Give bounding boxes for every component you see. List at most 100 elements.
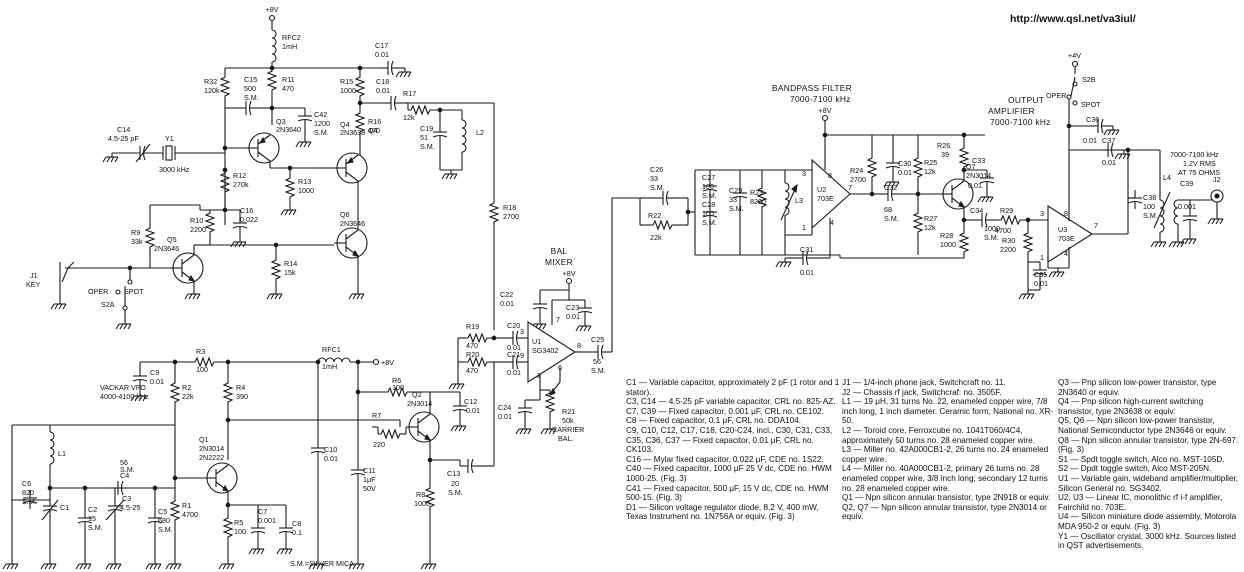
c30-value: 0.01 [898,168,912,177]
c27-value: 100 [702,182,714,191]
l2-label: L2 [476,128,484,137]
c8-label: C8 [292,519,301,528]
r29-label: R29 [1000,206,1013,215]
r3-label: R3 [196,347,205,356]
rfc2-value: 1mH [282,42,297,51]
q1-value: 2N3014 [199,444,224,453]
c38-capacitor [1127,189,1143,210]
c42-label: C42 [314,110,327,119]
c24-value: 0.01 [498,412,512,421]
c30-label: C30 [898,159,911,168]
c20-value: 0.01 [507,343,521,352]
parts-list-entry: Y1 — Oscillator crystal, 3000 kHz. Sourc… [1058,531,1236,551]
r9-label: R9 [131,228,140,237]
c15-capacitor [237,100,258,116]
parts-list-entry: Q8 — Npn silicon annular transistor, typ… [1058,435,1239,455]
r2-label: R2 [182,383,191,392]
r24-resistor [867,154,877,181]
r27-value: 12k [924,223,936,232]
c19-capacitor [432,123,448,144]
u2-amplifier [811,158,851,230]
parts-list-entry: L3 — Miller no. 42A000CB1-2, 26 turns no… [842,445,1049,464]
s2b-oper-label: OPER [1046,91,1066,100]
c32-label: C32 [884,183,897,192]
c27-label: C27 [702,173,715,182]
r13-label: R13 [298,177,311,186]
vfo-freq: 4000-4100 kHz [100,392,149,401]
parts-list-entry: Q2, Q7 — Npn silicon annular transistor,… [842,502,1047,522]
j2-label: J2 [1213,175,1221,184]
c28-value: 100 [702,209,714,218]
c42-sm: S.M. [314,128,329,137]
c20-label: C20 [507,321,520,330]
c26-capacitor [654,190,675,206]
key-label: KEY [26,280,41,289]
parts-list-entry: Q4 — Pnp silicon high-current switching … [1058,397,1204,416]
parts-list-entry: Q3 — Pnp silicon low-power transistor, t… [1058,378,1217,397]
c6-label: C6 [22,479,31,488]
c28-label: C28 [702,200,715,209]
r24-value: 2700 [850,175,866,184]
r2-value: 22k [182,392,194,401]
r7-resistor [377,429,404,439]
q4-value: 2N3638 [340,128,365,137]
c38-value: 100 [1143,202,1155,211]
c6-sm: S.M. [22,497,37,506]
r17-value: 12k [403,113,415,122]
r30-label: R30 [1002,236,1015,245]
rfc2-coil [271,29,277,63]
c29-label: C29 [729,186,742,195]
c39-value: 0.001 [1178,202,1196,211]
r29-value: 4700 [995,226,1011,235]
parts-list-entry: U4 — Silicon miniature diode assembly, M… [1058,512,1237,531]
r21-value: 50k [562,416,574,425]
r17-label: R17 [403,89,416,98]
r16-label: R16 [368,117,381,126]
c5-sm: S.M. [158,525,173,534]
svg-text:1: 1 [802,223,806,232]
plus4v-label: +4V [1068,51,1081,60]
c26-value: 33 [650,174,658,183]
svg-text:6: 6 [558,363,562,372]
c10-label: C10 [324,445,337,454]
s2b-label: S2B [1082,75,1096,84]
c13-sm: S.M. [448,488,463,497]
c42-value: 1200 [314,119,330,128]
c18-label: C18 [376,77,389,86]
r27-resistor [913,209,923,236]
c27-sm: S.M. [702,191,717,200]
q6-label: Q6 [340,210,350,219]
c35-value: 0.01 [1034,279,1048,288]
c9-value: 0.01 [150,377,164,386]
r9-resistor [145,224,155,251]
r5-label: R5 [234,518,243,527]
c37-label: C37 [1102,136,1115,145]
parts-list-entry: C41 — Fixed capacitor, 500 μF, 15 V dc, … [626,483,829,503]
q4-transistor [333,152,368,184]
plus8v-mixer: +8V [563,269,576,278]
c9-label: C9 [150,368,159,377]
c13-value: 20 [451,479,459,488]
bal-label: BAL. [558,434,574,443]
c25-label: C25 [591,335,604,344]
u3-amplifier [1047,204,1094,264]
r10-value: 2200 [190,225,206,234]
c21-label: C21 [507,350,520,359]
svg-text:7: 7 [848,183,852,192]
c34-value: 1000 [984,224,1000,233]
r19-value: 470 [466,341,478,350]
c11-value: 1μF [363,475,376,484]
q4-label-text: Q4 [340,120,350,129]
svg-text:3: 3 [520,327,524,336]
parts-list-entry: Q1 — Npn silicon annular transistor, typ… [842,493,1051,503]
parts-list-entry: L1 — 19 μH, 31 turns No. 22, enameled co… [842,397,1054,426]
c17-value: 0.01 [375,50,389,59]
c8-value: 0.1 [292,528,302,537]
c5-value: 680 [158,516,170,525]
r3-value: 100 [196,365,208,374]
vfo-title: VACKAR VFO [100,383,146,392]
r6-value: 100 [392,383,404,392]
output-title2: AMPLIFIER [988,106,1035,116]
c24-label: C24 [498,403,511,412]
parts-list-column-2: J1 — 1/4-inch phone jack, Switchcraft no… [842,378,1058,522]
